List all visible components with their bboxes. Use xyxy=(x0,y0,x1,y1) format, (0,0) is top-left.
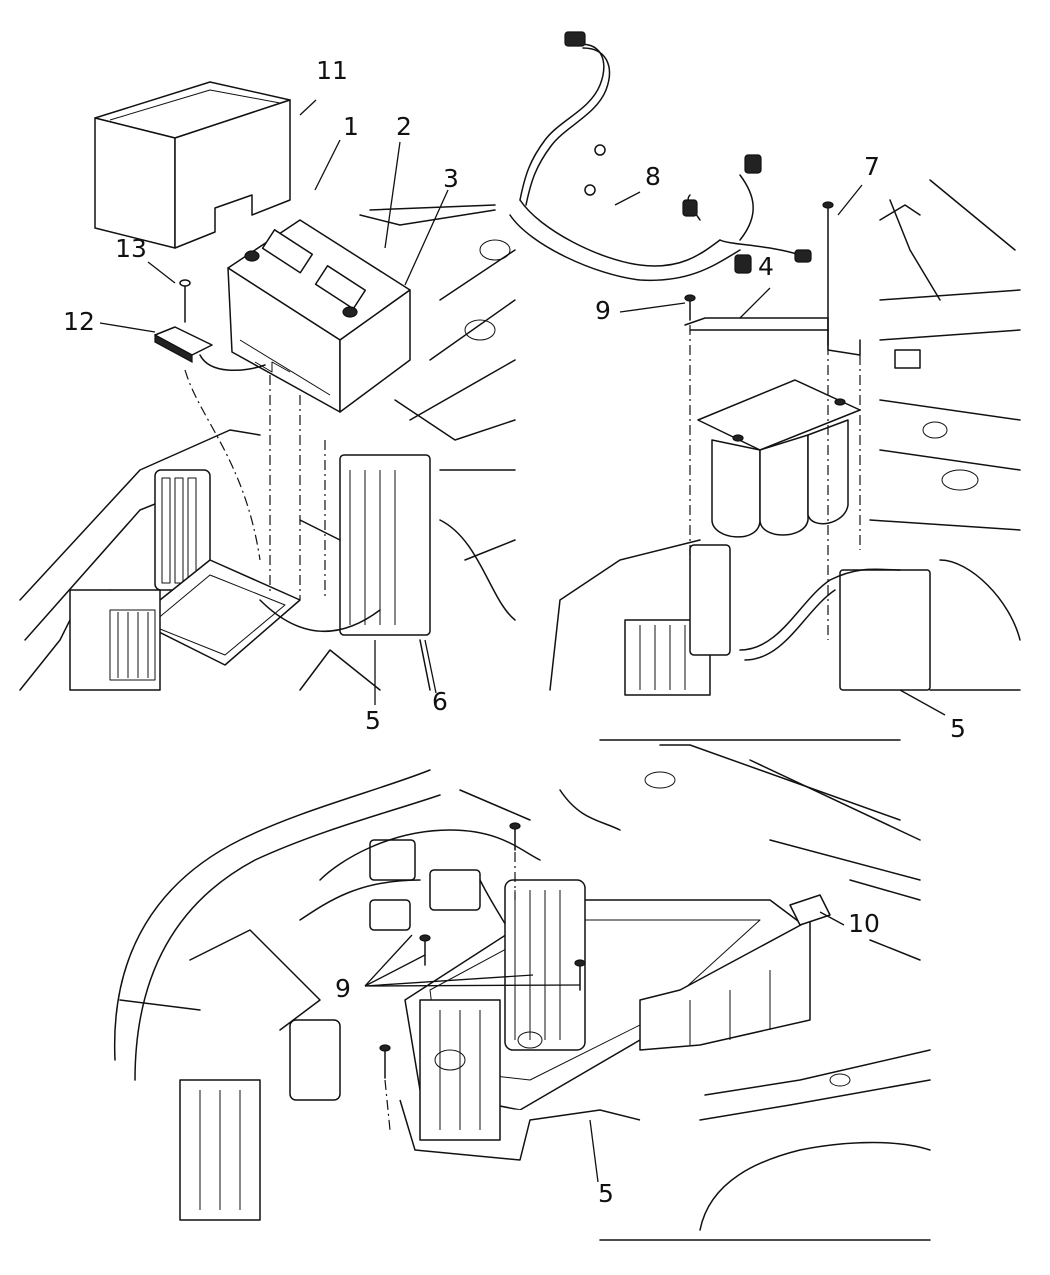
battery-tray-area xyxy=(19,204,516,691)
callout-4: 4 xyxy=(758,252,774,281)
hold-down-clamp xyxy=(154,279,266,372)
battery-tray-bottom xyxy=(399,879,811,1161)
battery-hold-down-bracket xyxy=(684,294,861,356)
top-right-view xyxy=(509,31,1021,696)
battery-insulator-box xyxy=(94,81,291,249)
callout-7: 7 xyxy=(864,152,880,181)
callout-3: 3 xyxy=(443,164,459,193)
bottom-view xyxy=(113,739,931,1241)
callout-13: 13 xyxy=(115,234,147,263)
callout-9-top: 9 xyxy=(595,296,611,325)
callout-10: 10 xyxy=(848,909,880,938)
battery xyxy=(227,219,411,413)
callout-labels: 1 2 3 4 5 5 5 6 7 8 9 9 10 11 12 13 xyxy=(63,56,966,1208)
callout-5-top-right: 5 xyxy=(950,714,966,743)
callout-leaders xyxy=(99,99,946,1183)
callout-8: 8 xyxy=(645,162,661,191)
battery-cable-harness xyxy=(509,31,812,282)
spiral-cell-battery xyxy=(697,379,861,538)
callout-5-bottom: 5 xyxy=(598,1179,614,1208)
callout-2: 2 xyxy=(396,112,412,141)
callout-12: 12 xyxy=(63,307,95,336)
callout-1: 1 xyxy=(343,112,359,141)
callout-9-bottom: 9 xyxy=(335,974,351,1003)
top-left-view xyxy=(19,81,516,691)
battery-tray-right xyxy=(549,179,1021,696)
callout-11: 11 xyxy=(316,56,348,85)
callout-6: 6 xyxy=(432,687,448,716)
callout-5-top-left: 5 xyxy=(365,706,381,735)
